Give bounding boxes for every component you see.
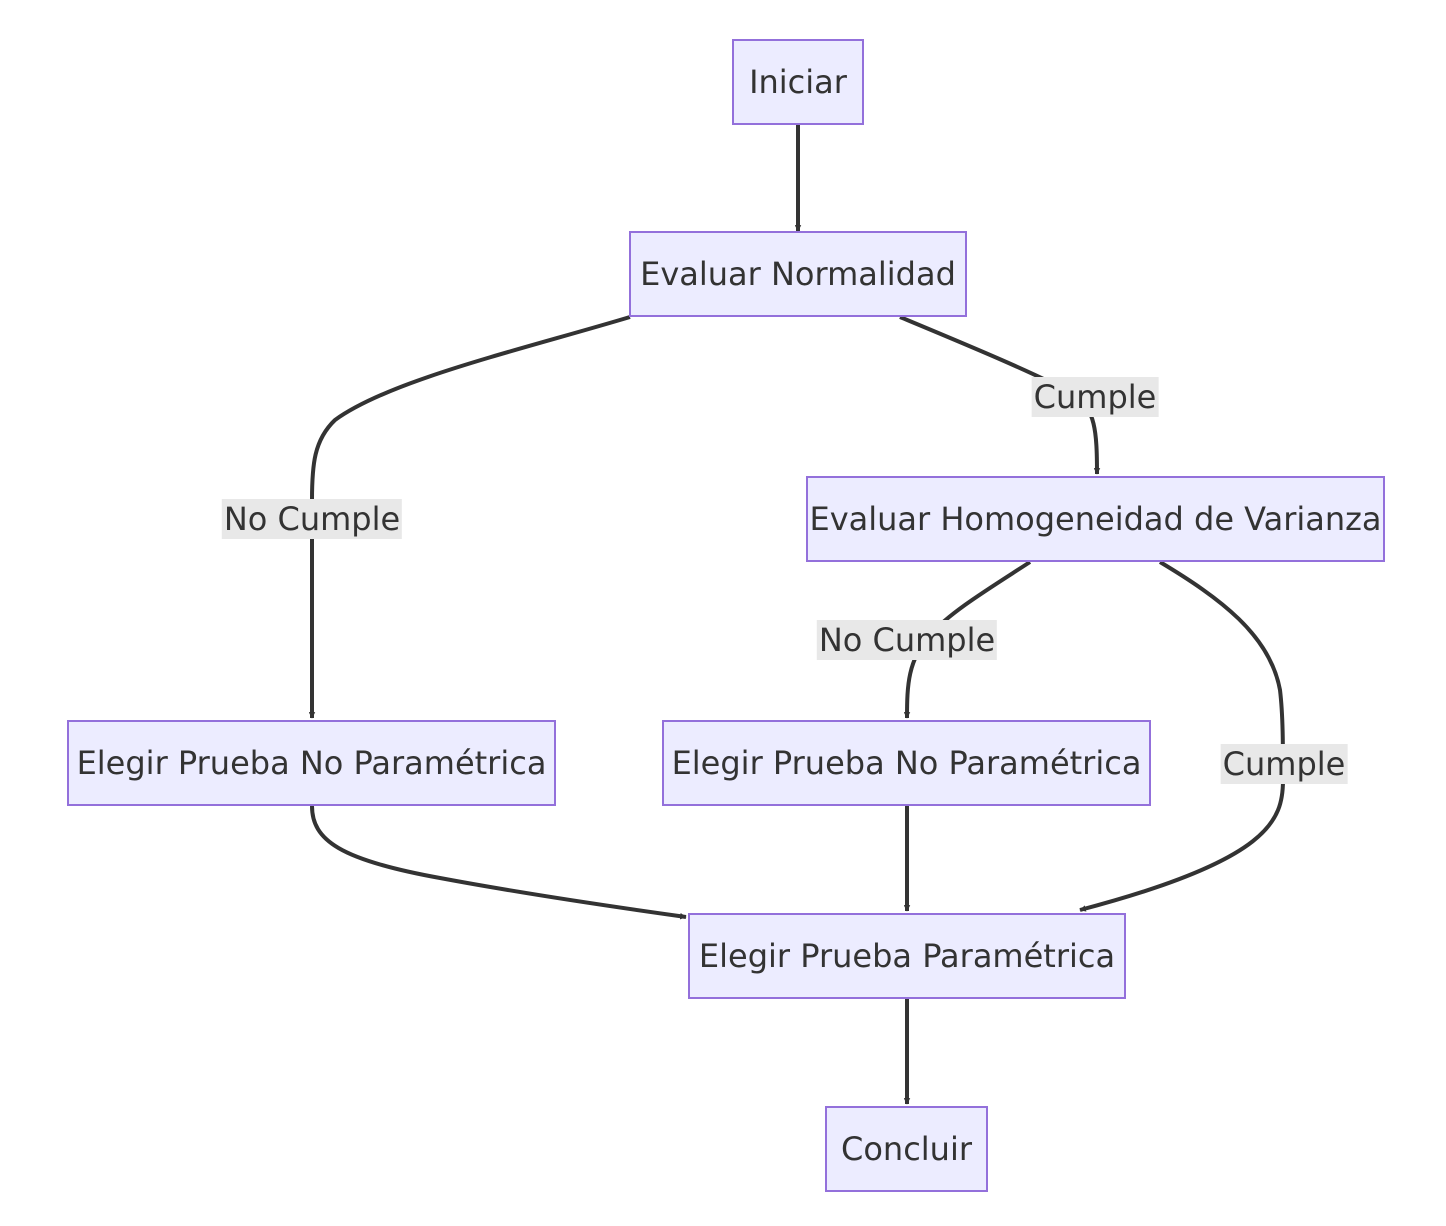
node-normality: Evaluar Normalidad — [629, 231, 967, 317]
node-normality-label: Evaluar Normalidad — [640, 255, 956, 293]
node-start: Iniciar — [732, 39, 864, 125]
node-nonparam-left-label: Elegir Prueba No Paramétrica — [76, 744, 547, 782]
node-variance-label: Evaluar Homogeneidad de Varianza — [809, 500, 1382, 538]
edge-label-normality-fail: No Cumple — [221, 499, 403, 539]
node-start-label: Iniciar — [749, 63, 847, 101]
node-param: Elegir Prueba Paramétrica — [688, 913, 1126, 999]
node-conclude-label: Concluir — [840, 1130, 972, 1168]
node-nonparam-mid-label: Elegir Prueba No Paramétrica — [671, 744, 1142, 782]
node-nonparam-left: Elegir Prueba No Paramétrica — [67, 720, 556, 806]
node-nonparam-mid: Elegir Prueba No Paramétrica — [662, 720, 1151, 806]
edge-normality-fail — [308, 315, 631, 719]
edge-label-normality-pass: Cumple — [1031, 377, 1159, 417]
edge-label-variance-pass: Cumple — [1220, 744, 1348, 784]
edge-label-variance-fail: No Cumple — [816, 620, 998, 660]
node-conclude: Concluir — [825, 1106, 988, 1192]
edge-nonparam-left-to-param — [310, 805, 687, 920]
node-param-label: Elegir Prueba Paramétrica — [698, 937, 1116, 975]
node-variance: Evaluar Homogeneidad de Varianza — [806, 476, 1385, 562]
